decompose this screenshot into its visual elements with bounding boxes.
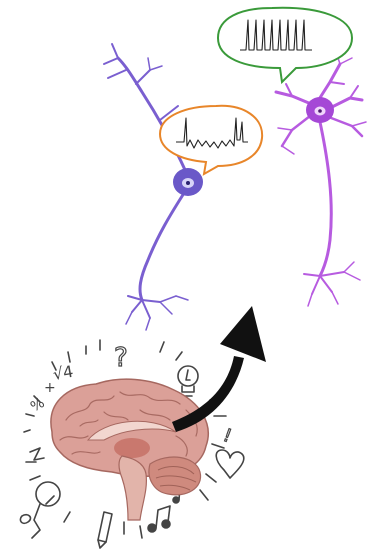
heart-icon — [216, 450, 244, 478]
neuron-right — [276, 52, 366, 306]
doodle-percent: % — [28, 395, 48, 416]
speech-bubble-right — [218, 8, 352, 82]
speech-bubble-left — [160, 106, 262, 174]
lightbulb-icon — [178, 366, 198, 396]
balloon-icon — [32, 482, 60, 538]
doodle-exclamation: ! — [220, 425, 234, 447]
doodle-formula: √4 — [51, 362, 74, 384]
lightning-icon — [30, 448, 44, 460]
doodle-question: ? — [114, 343, 128, 373]
pencil-icon — [98, 512, 112, 548]
brain-illustration — [51, 379, 208, 520]
